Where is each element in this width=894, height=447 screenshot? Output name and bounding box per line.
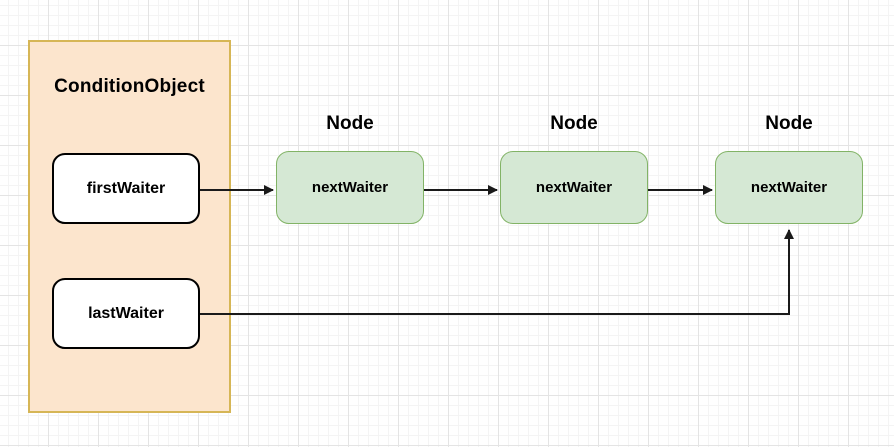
condition-object-container bbox=[28, 40, 231, 413]
node-1-title: Node bbox=[326, 113, 374, 134]
node-2-title: Node bbox=[550, 113, 598, 134]
node-3-title: Node bbox=[765, 113, 813, 134]
node-1-box: nextWaiter bbox=[276, 151, 424, 224]
edge-lastwaiter-to-node3 bbox=[200, 229, 794, 315]
node-2-box: nextWaiter bbox=[500, 151, 648, 224]
last-waiter-label: lastWaiter bbox=[88, 304, 164, 322]
last-waiter-box: lastWaiter bbox=[52, 278, 200, 349]
node-3-box: nextWaiter bbox=[715, 151, 863, 224]
node-3-field-label: nextWaiter bbox=[750, 179, 828, 196]
node-1-field-label: nextWaiter bbox=[311, 179, 389, 196]
first-waiter-box: firstWaiter bbox=[52, 153, 200, 224]
first-waiter-label: firstWaiter bbox=[86, 179, 166, 197]
node-2-field-label: nextWaiter bbox=[535, 179, 613, 196]
condition-object-title: ConditionObject bbox=[54, 76, 205, 97]
